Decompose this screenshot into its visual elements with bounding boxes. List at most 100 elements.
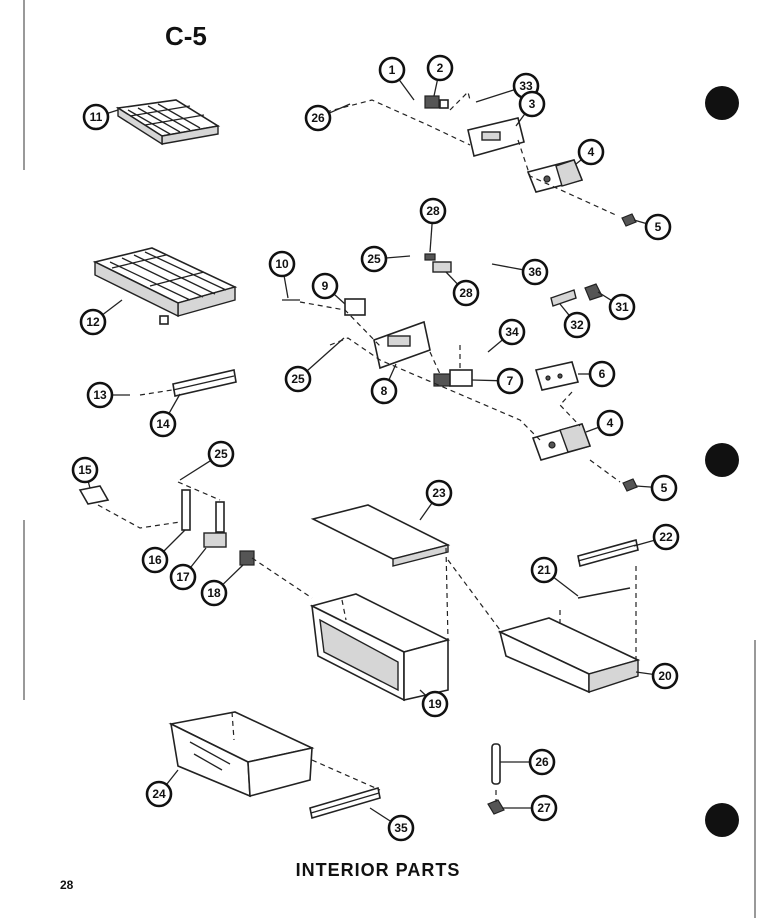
punch-hole-icon [705, 443, 739, 477]
callout-number: 3 [529, 97, 536, 111]
part-knob-31 [584, 283, 603, 301]
part-bracket-17 [203, 501, 227, 548]
callout-28: 28 [419, 197, 447, 253]
part-rail-22 [577, 539, 639, 567]
callout-number: 4 [607, 416, 614, 430]
callout-number: 18 [207, 586, 221, 600]
part-freezer-shelf [92, 247, 238, 325]
assembly-line [177, 481, 221, 501]
assembly-line [97, 504, 181, 529]
callout-36: 36 [491, 258, 549, 286]
callout-leader [385, 255, 411, 259]
callout-circle [145, 780, 173, 808]
callout-leader [398, 79, 415, 101]
callout-number: 32 [570, 318, 584, 332]
callout-circle [577, 138, 605, 166]
part-bracket-2 [424, 95, 449, 109]
assembly-line [429, 351, 441, 375]
callout-circle [311, 272, 339, 300]
callout-leader [553, 576, 579, 597]
callout-number: 11 [90, 110, 103, 124]
callout-circle [530, 794, 558, 822]
callout-number: 8 [381, 384, 388, 398]
callout-leader [168, 393, 181, 414]
callout-number: 25 [291, 372, 305, 386]
callout-number: 2 [437, 61, 444, 75]
assembly-line [139, 389, 173, 396]
callout-leader [633, 219, 647, 225]
part-shaft-32 [550, 289, 577, 307]
callout-leader [475, 89, 515, 103]
callout-number: 31 [615, 300, 629, 314]
assembly-line [559, 391, 581, 427]
callout-number: 35 [394, 821, 408, 835]
callout-circle [141, 546, 169, 574]
callout-circle [425, 479, 453, 507]
callout-number: 12 [86, 315, 100, 329]
callout-number: 13 [93, 388, 107, 402]
callout-circle [608, 293, 636, 321]
callout-23: 23 [419, 479, 453, 521]
callout-leader [163, 529, 186, 552]
callout-number: 28 [459, 286, 473, 300]
callout-circle [496, 367, 524, 395]
callout-number: 17 [176, 570, 190, 584]
assembly-line [231, 711, 235, 741]
callout-leader [559, 303, 570, 317]
assembly-line [445, 547, 449, 641]
callout-35: 35 [369, 807, 415, 842]
callout-circle [563, 311, 591, 339]
callout-25: 25 [360, 245, 411, 273]
callout-8: 8 [370, 363, 398, 405]
callout-number: 25 [367, 252, 381, 266]
callout-circle [169, 563, 197, 591]
callout-leader [419, 502, 433, 521]
callout-leader [597, 291, 613, 302]
callout-leader [515, 113, 526, 127]
callout-leader [635, 485, 653, 488]
callout-number: 6 [599, 367, 606, 381]
callout-number: 21 [537, 563, 551, 577]
callout-9: 9 [311, 272, 346, 305]
part-control-housing-lower [531, 423, 592, 461]
callout-26: 26 [500, 748, 556, 776]
callout-17: 17 [169, 547, 207, 591]
part-rail-21 [577, 587, 631, 599]
callout-number: 24 [152, 787, 166, 801]
callout-5: 5 [635, 474, 678, 502]
callout-circle [452, 279, 480, 307]
assembly-line [449, 90, 471, 111]
assembly-line [251, 557, 313, 599]
callout-circle [518, 90, 546, 118]
callout-number: 34 [505, 325, 519, 339]
callout-18: 18 [200, 564, 244, 607]
part-control-plate-middle [373, 320, 431, 370]
callout-circle [530, 556, 558, 584]
callout-circle [588, 360, 616, 388]
part-frame-9 [344, 298, 366, 316]
callout-4: 4 [575, 138, 605, 166]
part-knob-lower [622, 478, 638, 492]
callout-leader [471, 379, 499, 382]
part-control-plate-upper [467, 117, 525, 157]
diagram-caption: INTERIOR PARTS [296, 860, 461, 880]
callout-25: 25 [179, 440, 235, 481]
callout-3: 3 [515, 90, 546, 127]
callout-22: 22 [633, 523, 680, 551]
part-rail-14 [172, 369, 237, 397]
callout-number: 20 [658, 669, 672, 683]
part-support-16 [181, 489, 191, 531]
callout-leader [107, 109, 119, 114]
callout-2: 2 [426, 54, 454, 97]
callout-14: 14 [149, 393, 181, 438]
callout-24: 24 [145, 769, 179, 808]
callout-number: 28 [426, 204, 440, 218]
callout-leader [487, 339, 504, 353]
callout-number: 33 [519, 79, 533, 93]
part-roller-18 [239, 550, 255, 566]
callout-31: 31 [597, 291, 636, 321]
callout-leader [633, 539, 655, 547]
callout-circle [421, 690, 449, 718]
part-post-26 [491, 743, 501, 785]
callout-20: 20 [635, 662, 679, 690]
